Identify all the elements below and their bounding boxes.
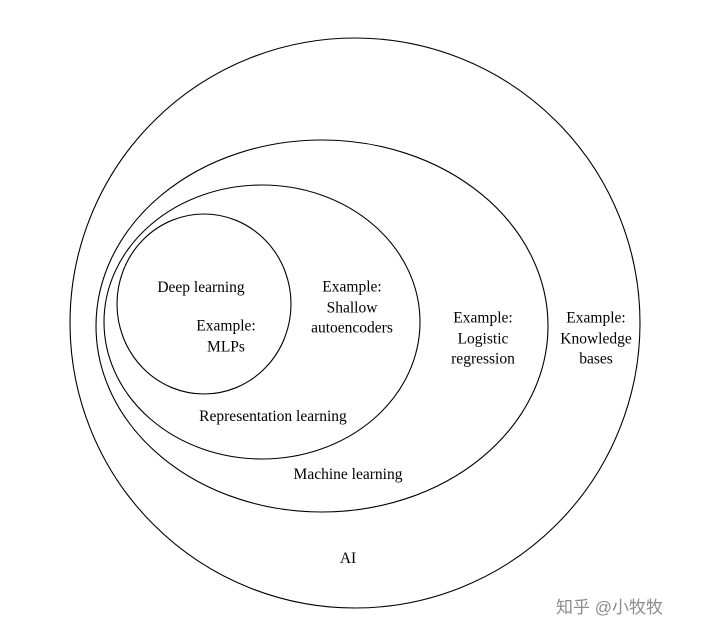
representation-learning-example-label: Example: Shallow autoencoders <box>311 278 393 337</box>
machine-learning-label: Machine learning <box>293 465 403 483</box>
ai-example-label: Example: Knowledge bases <box>560 309 632 368</box>
ai-circle <box>69 37 641 609</box>
deep-learning-circle <box>116 213 292 395</box>
machine-learning-circle <box>95 139 549 513</box>
representation-learning-circle <box>103 184 421 460</box>
deep-learning-example-label: Example: MLPs <box>196 317 256 356</box>
machine-learning-example-label: Example: Logistic regression <box>451 309 515 368</box>
zhihu-watermark: 知乎 @小牧牧 <box>556 598 663 617</box>
deep-learning-label: Deep learning <box>157 278 245 296</box>
ai-label: AI <box>339 549 357 567</box>
representation-learning-label: Representation learning <box>199 407 347 425</box>
